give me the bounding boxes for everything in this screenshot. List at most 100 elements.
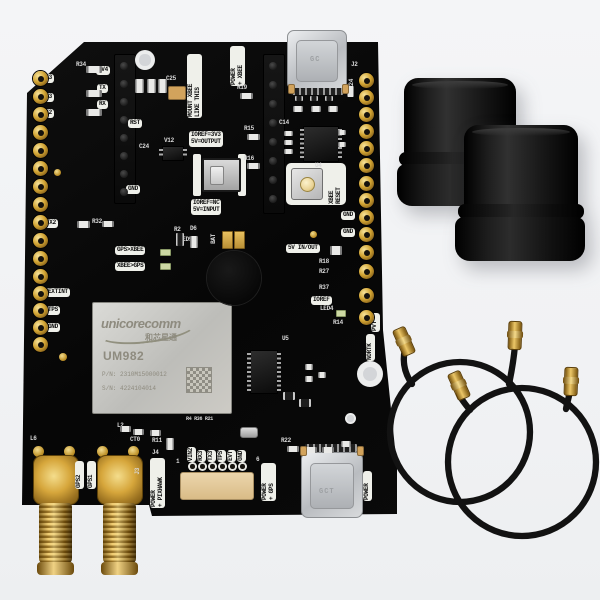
through-hole	[33, 107, 48, 122]
header-pin	[269, 157, 277, 165]
usb-c-port-bottom: GCT	[301, 452, 363, 518]
des-c25: C25	[166, 75, 176, 82]
passive-component	[284, 131, 293, 136]
label-pin-vin2: VIN2	[187, 446, 196, 462]
passive-component	[150, 430, 161, 436]
cable-sma-connector-4	[563, 366, 579, 397]
module-brand-cn: 和芯星通	[145, 333, 177, 342]
passive-component	[86, 66, 102, 73]
passive-component	[322, 447, 334, 453]
header-pin	[120, 152, 128, 160]
passive-component	[284, 140, 293, 145]
passive-component	[347, 86, 354, 97]
usb-marking-top: GC	[310, 56, 321, 64]
through-hole	[359, 73, 374, 88]
through-hole	[238, 462, 247, 471]
passive-component	[168, 86, 186, 100]
through-hole	[33, 197, 48, 212]
coax-cable-1-tail-b	[505, 341, 519, 388]
label-ioref: IOREF	[311, 296, 332, 305]
header-pin	[120, 170, 128, 178]
passive-component	[147, 79, 156, 93]
through-hole	[359, 90, 374, 105]
passive-component	[328, 106, 338, 112]
through-hole	[359, 107, 374, 122]
sma-jack-body-2	[97, 455, 143, 505]
label-gps2: GPS2	[75, 461, 84, 489]
passive-component	[338, 142, 346, 147]
label-pin-rx3: RX3	[197, 450, 206, 462]
des-v12: V12	[164, 137, 174, 144]
label-extint: EXTINT	[46, 288, 70, 297]
through-hole	[33, 233, 48, 248]
des-r11: R11	[152, 437, 162, 444]
passive-component	[342, 84, 349, 94]
antenna-lip	[458, 204, 584, 219]
passive-component	[325, 96, 333, 101]
des-l2: L2	[117, 423, 124, 429]
des-j4: J4	[152, 449, 159, 456]
coax-cable-2-loop	[444, 384, 600, 540]
label-pin-6: 6	[256, 456, 260, 463]
passive-component	[300, 446, 307, 456]
through-hole	[359, 245, 374, 260]
label-xbee-to-gps: XBEE>GPS	[115, 262, 146, 271]
through-hole	[218, 462, 227, 471]
des-u4: U4	[315, 162, 322, 169]
through-hole	[33, 251, 48, 266]
passive-component	[160, 263, 171, 270]
passive-component	[176, 233, 184, 246]
label-gnd-r2: GND	[341, 228, 355, 237]
passive-component	[299, 399, 311, 407]
passive-component	[318, 372, 326, 378]
label-3v3: 3V4	[96, 66, 110, 75]
passive-component	[330, 246, 342, 255]
through-hole	[33, 215, 48, 230]
des-r19: R19	[237, 84, 247, 91]
xbee-reset-button	[291, 168, 323, 200]
ioref-slide-switch	[202, 158, 241, 192]
passive-component	[295, 96, 303, 101]
through-hole	[198, 462, 207, 471]
through-hole	[208, 462, 217, 471]
through-hole	[359, 210, 374, 225]
module-model: UM982	[103, 349, 145, 363]
des-r37: R37	[319, 284, 329, 291]
des-r2: R2	[174, 226, 181, 233]
passive-component	[284, 149, 293, 154]
qr-code	[186, 367, 212, 393]
via-hole	[345, 413, 356, 424]
passive-component	[234, 231, 245, 249]
through-hole	[33, 337, 48, 352]
header-pin	[269, 100, 277, 108]
sma-jack-ear	[33, 446, 44, 457]
des-led4: LED4	[320, 305, 334, 312]
label-gps1: GPS1	[87, 461, 96, 489]
label-rst: RST	[128, 119, 142, 128]
des-r15: R15	[244, 125, 254, 132]
label-tx: TX	[97, 84, 108, 93]
des-r16: R16	[244, 155, 254, 162]
through-hole	[33, 179, 48, 194]
antenna-top	[464, 125, 578, 211]
des-led5: LED5	[179, 236, 193, 243]
des-c14: C14	[279, 119, 289, 126]
through-hole	[359, 124, 374, 139]
label-nortk: NORTK	[366, 334, 375, 361]
passive-component	[305, 376, 313, 382]
through-hole	[228, 462, 237, 471]
passive-component	[287, 446, 299, 452]
gnss-module-um982: unicorecomm 和芯星通 UM982 P/N: 2310M1500001…	[92, 302, 232, 414]
usb-c-shell	[296, 40, 338, 82]
passive-component	[305, 364, 313, 370]
label-power-gps: POWER + GPS	[261, 463, 277, 501]
through-hole	[359, 176, 374, 191]
label-ioref-output: IOREF=3V3 5V=OUTPUT	[189, 131, 223, 147]
header-pin	[269, 138, 277, 146]
jst-connector	[180, 472, 254, 500]
header-pin	[269, 81, 277, 89]
cable-sma-connector-3	[507, 320, 523, 351]
des-r18: R18	[319, 258, 329, 265]
passive-component	[293, 106, 303, 112]
